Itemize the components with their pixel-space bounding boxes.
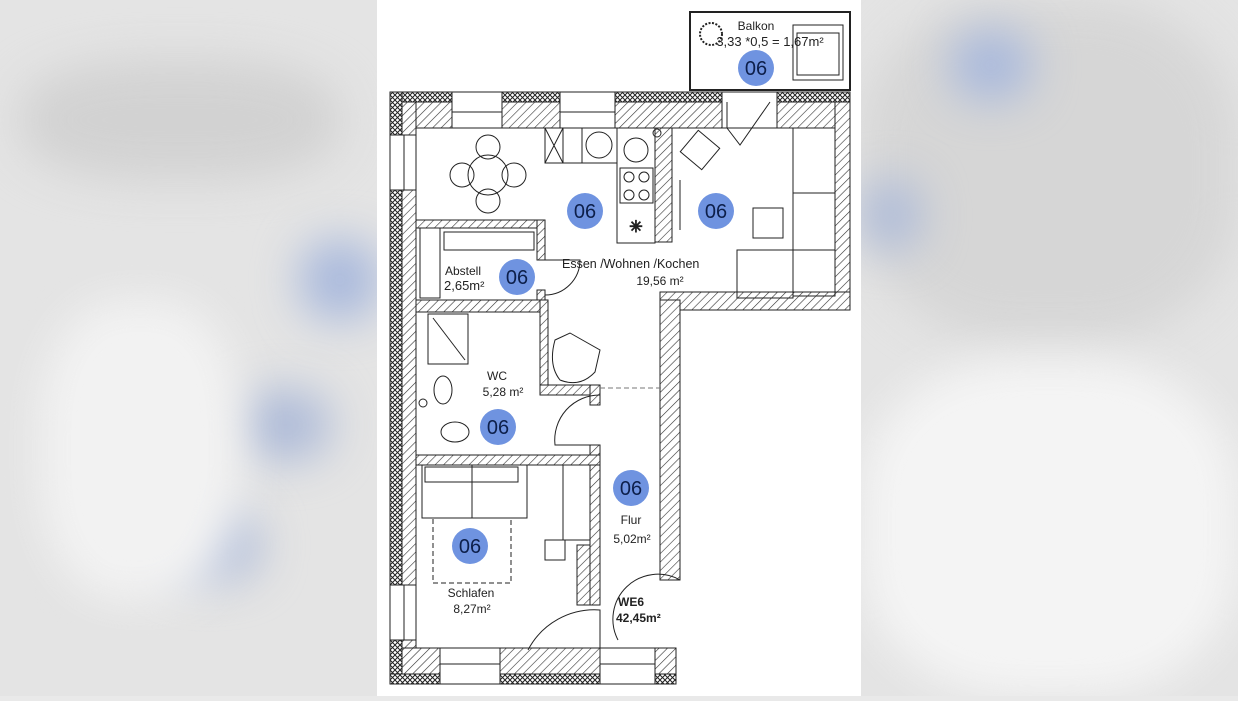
svg-text:✳: ✳ <box>629 219 642 236</box>
blurred-background-right <box>861 0 1238 696</box>
room-labels: Balkon 3,33 *0,5 = 1,67m² Essen /Wohnen … <box>444 19 824 625</box>
badge-living: 06 <box>698 193 734 229</box>
badge-wc: 06 <box>480 409 516 445</box>
svg-text:06: 06 <box>459 536 481 558</box>
floor-plan: ✳ Balkon 3,33 *0,5 = 1,67m² Essen /Wohne… <box>377 0 861 696</box>
svg-text:06: 06 <box>745 58 767 80</box>
abstell-name: Abstell <box>445 264 481 278</box>
badge-abstell: 06 <box>499 259 535 295</box>
essen-area: 19,56 m² <box>636 274 683 288</box>
svg-text:06: 06 <box>705 201 727 223</box>
schlafen-name: Schlafen <box>448 586 495 600</box>
essen-name: Essen /Wohnen /Kochen <box>562 257 699 271</box>
interior-walls <box>415 127 673 606</box>
flur-name: Flur <box>621 513 642 527</box>
badge-kitchen: 06 <box>567 193 603 229</box>
balkon-name: Balkon <box>738 19 775 33</box>
wc-name: WC <box>487 369 507 383</box>
badge-flur: 06 <box>613 470 649 506</box>
flur-area: 5,02m² <box>613 532 650 546</box>
balcony <box>689 11 851 91</box>
badge-balkon: 06 <box>738 50 774 86</box>
svg-text:06: 06 <box>506 267 528 289</box>
schlafen-area: 8,27m² <box>453 602 490 616</box>
unit-total-area: 42,45m² <box>616 611 661 625</box>
unit-name: WE6 <box>618 595 644 609</box>
abstell-area: 2,65m² <box>444 278 485 293</box>
doors <box>527 101 771 651</box>
windows <box>389 91 778 685</box>
svg-text:06: 06 <box>574 201 596 223</box>
furniture: ✳ <box>418 127 836 584</box>
wc-area: 5,28 m² <box>483 385 524 399</box>
badge-schlafen: 06 <box>452 528 488 564</box>
svg-text:06: 06 <box>487 417 509 439</box>
svg-text:06: 06 <box>620 478 642 500</box>
blurred-background-left <box>0 0 377 696</box>
room-badges: 06 06 06 06 06 06 06 <box>452 50 774 564</box>
balkon-area: 3,33 *0,5 = 1,67m² <box>716 34 824 49</box>
